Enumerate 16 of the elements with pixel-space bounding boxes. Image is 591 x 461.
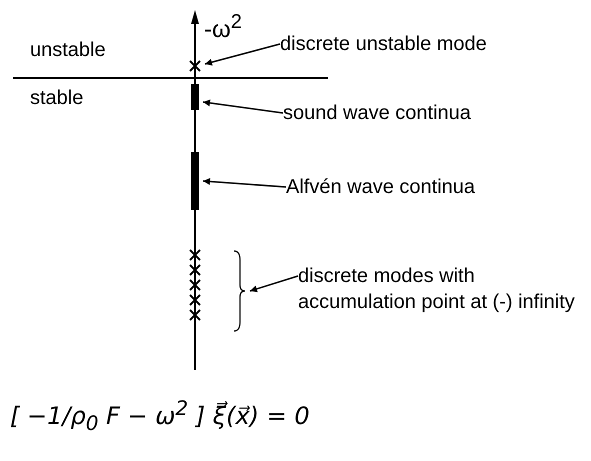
arrow xyxy=(204,43,280,66)
axis-label: -ω$^{2}$ xyxy=(204,10,242,45)
continuum-bar xyxy=(191,152,199,210)
arrow xyxy=(202,99,284,114)
unstable-mode-mark xyxy=(189,60,201,72)
equation: [ −1/ρ$_{0}$ F − ω$^{2}$ ] ξ⃗(x⃗) = 0 xyxy=(10,396,310,435)
annotation-text: sound wave continua xyxy=(283,101,472,126)
region-label: stable xyxy=(30,86,84,110)
curly-brace xyxy=(232,250,246,332)
arrow xyxy=(250,275,298,292)
annotation-text: discrete unstable mode xyxy=(280,32,488,57)
annotation-text: Alfvén wave continua xyxy=(286,175,476,200)
region-label: unstable xyxy=(30,38,106,62)
arrow xyxy=(202,178,286,188)
continuum-bar xyxy=(191,84,199,110)
annotation-text: discrete modes with accumulation point at (-) infinity xyxy=(298,264,576,315)
